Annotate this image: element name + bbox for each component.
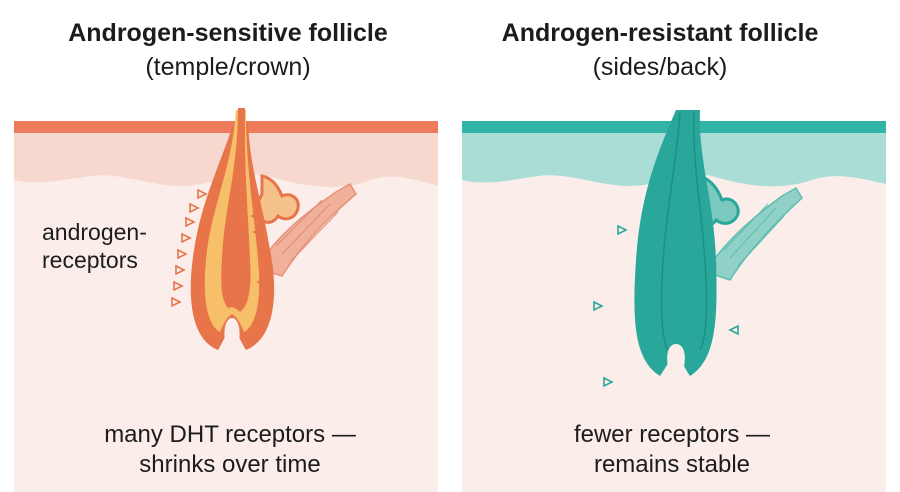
left-panel-subtitle: (temple/crown): [145, 53, 311, 81]
right-caption-line2: remains stable: [593, 451, 751, 478]
left-panel-title: Androgen-sensitive follicle: [68, 19, 388, 47]
resistant-hair-shaft: [660, 111, 708, 351]
right-panel-subtitle: (sides/back): [592, 53, 728, 81]
receptor-label: androgen- receptors: [42, 218, 172, 274]
sensitive-epidermis-layer: [14, 121, 438, 133]
left-caption-line1: many DHT receptors —: [104, 421, 356, 448]
sensitive-dermal-papilla: [224, 318, 240, 348]
right-panel-title: Androgen-resistant follicle: [501, 19, 819, 47]
sensitive-hair-shaft: [221, 108, 251, 312]
resistant-panel: [462, 110, 886, 492]
sensitive-panel: [14, 108, 438, 492]
left-caption-line2: shrinks over time: [139, 451, 321, 478]
left-caption: many DHT receptors — shrinks over time: [20, 420, 440, 480]
right-caption: fewer receptors — remains stable: [462, 420, 882, 480]
receptor-label-line1: androgen-: [42, 219, 147, 245]
sensitive-receptor-markers: [171, 188, 271, 320]
receptor-label-line2: receptors: [42, 247, 138, 273]
right-caption-line1: fewer receptors —: [573, 421, 771, 448]
resistant-dermal-papilla: [667, 344, 685, 374]
resistant-receptor-markers: [593, 224, 739, 388]
